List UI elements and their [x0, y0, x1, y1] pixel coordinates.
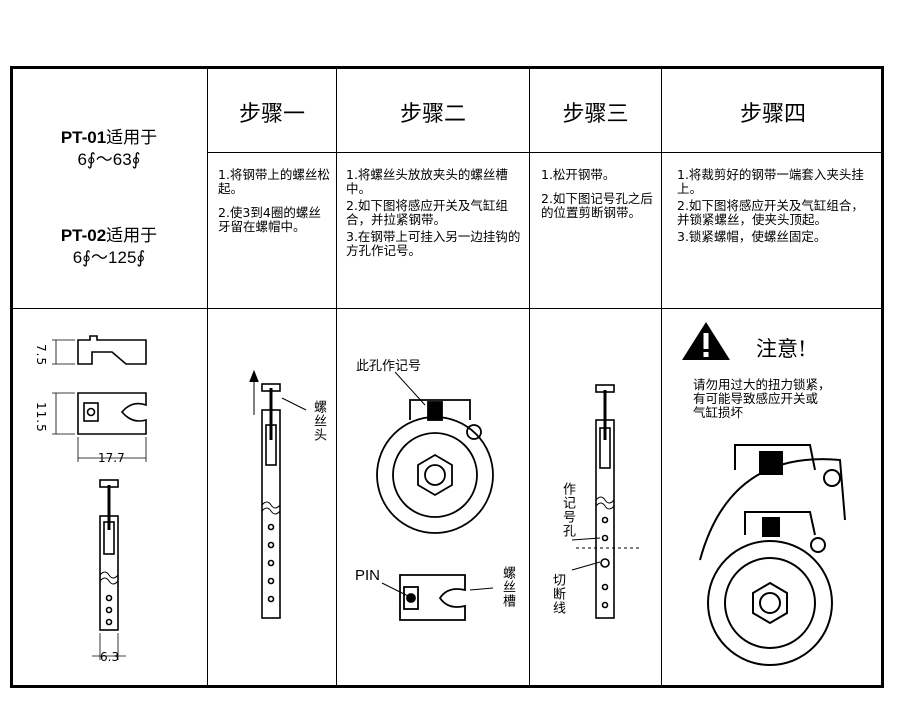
- mark-hole-label: 此孔作记号: [356, 359, 422, 374]
- step1-text: 1.将钢带上的螺丝松起。 2.使3到4圈的螺丝牙留在螺帽中。: [218, 168, 330, 237]
- hook-profile-icon: [77, 335, 147, 365]
- step-item: 3.在钢带上可挂入另一边挂钩的方孔作记号。: [346, 229, 521, 258]
- header-divider: [208, 152, 884, 153]
- model-range: 6∮～125∮: [72, 248, 146, 267]
- model-pt02: PT-02适用于 6∮～125∮: [10, 225, 208, 269]
- step2-title: 步骤二: [399, 102, 466, 127]
- column-divider: [529, 66, 530, 688]
- step1-title: 步骤一: [238, 102, 305, 127]
- step-item: 2.如下图将感应开关及气缸组合，并拉紧钢带。: [346, 198, 508, 227]
- model-suffix: 适用于: [106, 226, 158, 245]
- warning-line: 气缸损坏: [693, 405, 744, 420]
- column-divider: [661, 66, 662, 688]
- step-item: 1.将裁剪好的钢带一端套入夹头挂上。: [677, 167, 864, 196]
- step-item: 3.锁紧螺帽，使螺丝固定。: [677, 229, 827, 244]
- warning-text: 请勿用过大的扭力锁紧， 有可能导致感应开关或 气缸损坏: [693, 378, 831, 420]
- step4-text: 1.将裁剪好的钢带一端套入夹头挂上。 2.如下图将感应开关及气缸组合，并锁紧螺丝…: [677, 168, 875, 247]
- column-divider: [207, 66, 208, 688]
- warning-icon: [682, 322, 730, 360]
- dimension-11-5: 11.5: [34, 402, 48, 433]
- warning-title: 注意!: [756, 337, 807, 361]
- step-item: 1.将螺丝头放放夹头的螺丝槽中。: [346, 167, 508, 196]
- pin-label: PIN: [355, 567, 381, 584]
- step-item: 2.如下图将感应开关及气缸组合，并锁紧螺丝，使夹头顶起。: [677, 198, 864, 227]
- column-divider: [336, 66, 337, 688]
- clamp-body-icon: [77, 392, 147, 435]
- model-pt01: PT-01适用于 6∮～63∮: [10, 127, 208, 171]
- row-divider: [10, 308, 884, 309]
- step2-text: 1.将螺丝头放放夹头的螺丝槽中。 2.如下图将感应开关及气缸组合，并拉紧钢带。 …: [346, 168, 524, 261]
- model-range: 6∮～63∮: [77, 150, 141, 169]
- screw-head-label: 螺丝头: [311, 400, 326, 442]
- dimension-7-5: 7.5: [34, 344, 48, 367]
- step4-title: 步骤四: [739, 102, 806, 127]
- model-code: PT-01: [60, 128, 107, 147]
- step3-text: 1.松开钢带。 2.如下图记号孔之后的位置剪断钢带。: [541, 168, 653, 223]
- warning-line: 有可能导致感应开关或: [693, 391, 819, 406]
- model-suffix: 适用于: [106, 128, 158, 147]
- model-code: PT-02: [60, 226, 107, 245]
- dimension-17-7: 17.7: [98, 451, 125, 465]
- table-frame: [10, 66, 884, 688]
- cut-line-label: 切断线: [550, 573, 565, 615]
- warning-line: 请勿用过大的扭力锁紧，: [693, 377, 831, 392]
- step-item: 1.松开钢带。: [541, 167, 616, 182]
- screw-slot-label: 螺丝槽: [500, 566, 515, 608]
- step-item: 2.如下图记号孔之后的位置剪断钢带。: [541, 191, 653, 220]
- step-item: 2.使3到4圈的螺丝牙留在螺帽中。: [218, 205, 321, 234]
- dimension-6-3: 6.3: [100, 650, 120, 664]
- step3-title: 步骤三: [562, 102, 629, 127]
- mark-hole-label-2: 作记号孔: [560, 482, 575, 538]
- step-item: 1.将钢带上的螺丝松起。: [218, 167, 330, 196]
